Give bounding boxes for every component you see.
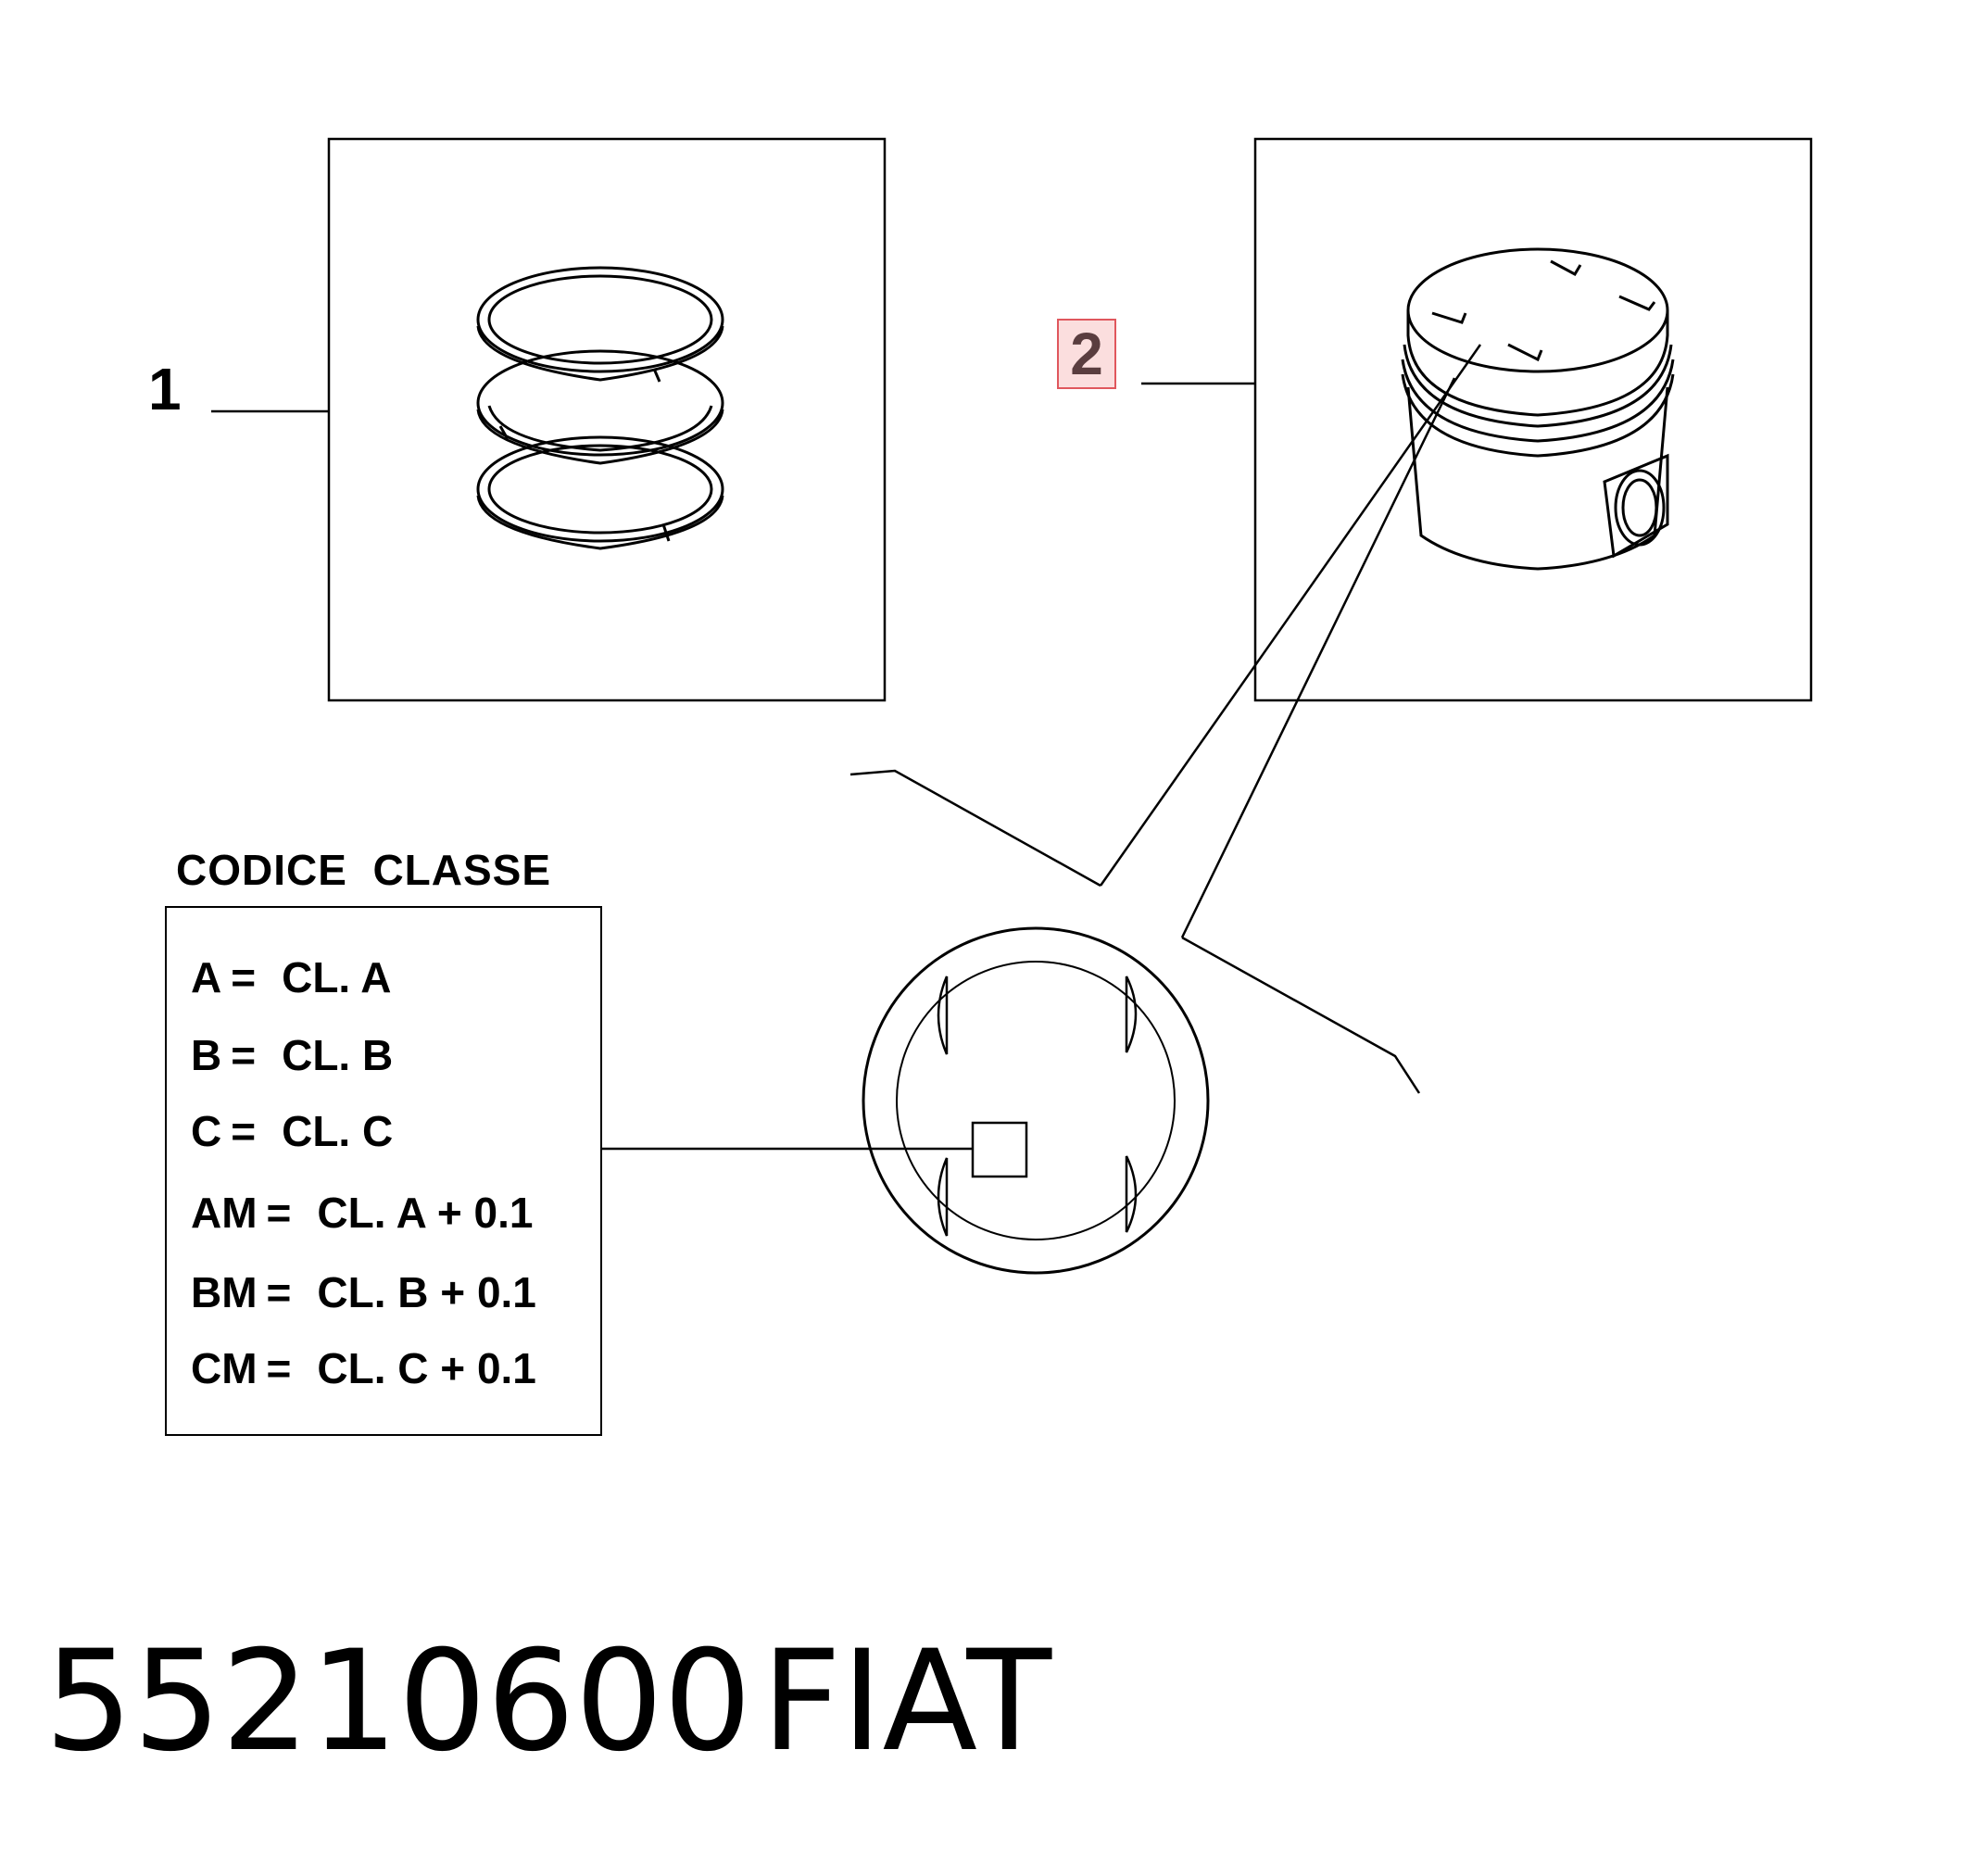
legend-equals: = [266, 1268, 292, 1316]
legend-value: CL. B + 0.1 [317, 1268, 536, 1316]
legend-code: BM [191, 1268, 258, 1316]
zoom-line-right [1180, 377, 1456, 938]
legend-equals: = [231, 1031, 257, 1079]
legend-equals: = [231, 1107, 257, 1155]
legend-row: A= CL. A [191, 952, 392, 1002]
part-number: 55210600 [44, 1621, 752, 1782]
legend-code: CM [191, 1344, 258, 1392]
piston-crown-detail-icon [862, 926, 1210, 1275]
piston-rings-icon [476, 266, 724, 550]
legend-equals: = [266, 1344, 292, 1392]
legend-row: CM= CL. C + 0.1 [191, 1343, 536, 1393]
legend-row: B= CL. B [191, 1030, 393, 1080]
zoom-line-left [1099, 344, 1482, 887]
legend-row: BM= CL. B + 0.1 [191, 1267, 536, 1317]
break-line-right [1181, 936, 1421, 1094]
legend-value: CL. B [282, 1031, 394, 1079]
rings-frame [327, 137, 887, 702]
legend-code: C [191, 1107, 222, 1155]
legend-code: B [191, 1031, 222, 1079]
callout-item-1[interactable]: 1 [148, 356, 182, 422]
class-code-mark [971, 1121, 1028, 1178]
legend-value: CL. A + 0.1 [317, 1189, 534, 1237]
legend-row: C= CL. C [191, 1106, 393, 1156]
legend-value: CL. A [282, 953, 392, 1001]
legend-equals: = [231, 953, 257, 1001]
brand-name: FIAT [761, 1621, 1052, 1782]
legend-title: CODICE CLASSE [176, 846, 552, 894]
legend-equals: = [266, 1189, 292, 1237]
legend-value: CL. C + 0.1 [317, 1344, 536, 1392]
legend-value: CL. C [282, 1107, 394, 1155]
callout-item-2-highlighted[interactable]: 2 [1057, 319, 1116, 389]
class-code-legend: A=CL. A B=CL. B C=CL. C AM=CL. A + 0.1 B… [165, 906, 602, 1436]
piston-icon [1401, 247, 1675, 571]
break-line-left [849, 769, 1101, 887]
legend-code: AM [191, 1189, 258, 1237]
piston-frame [1253, 137, 1813, 702]
legend-code: A [191, 953, 222, 1001]
legend-row: AM= CL. A + 0.1 [191, 1188, 533, 1238]
